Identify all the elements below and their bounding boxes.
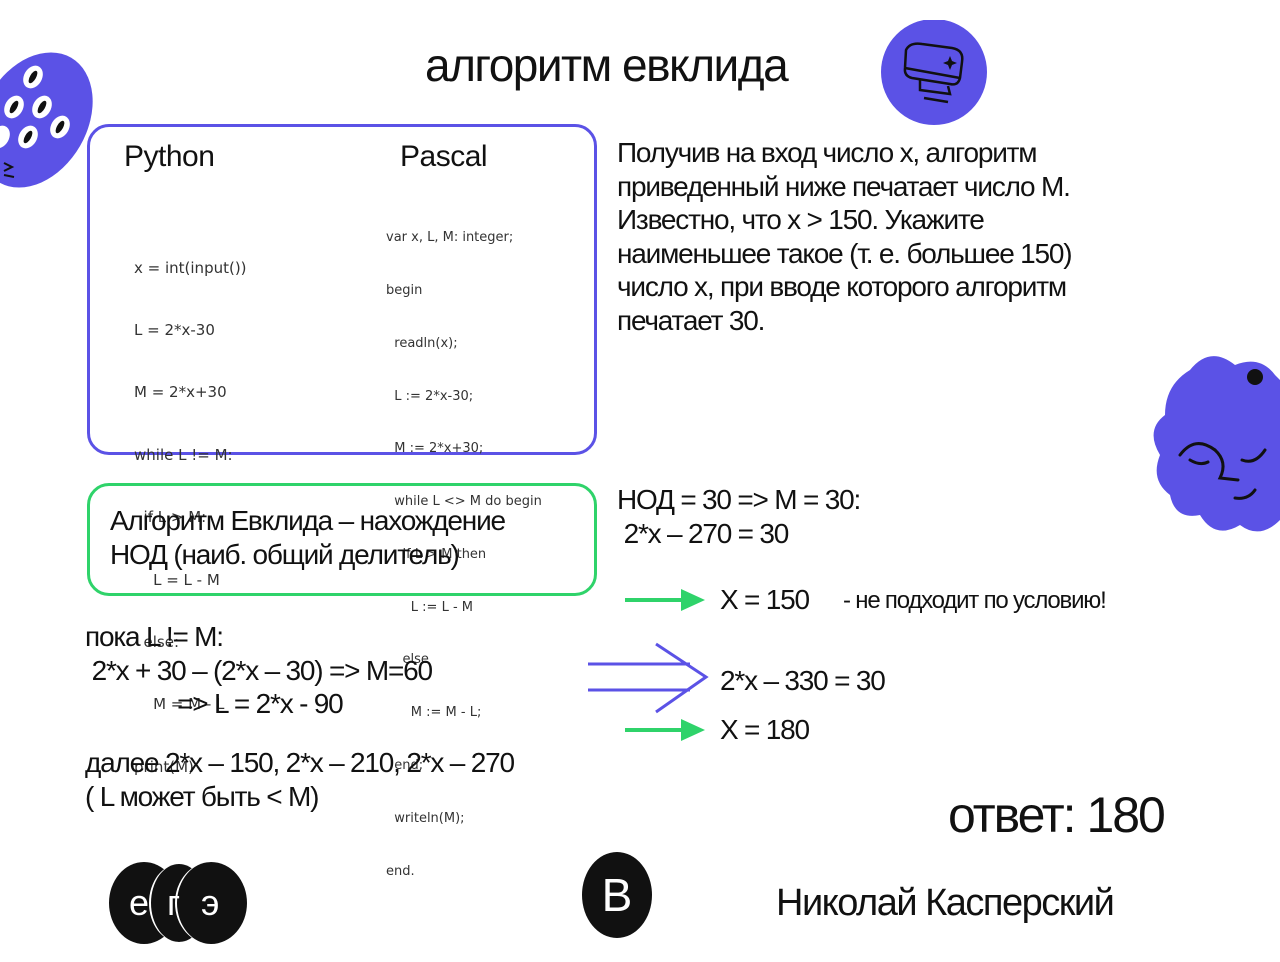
ege-logo: е г э (109, 862, 247, 944)
code-line: print(M) (134, 757, 194, 776)
definition-box (87, 483, 597, 596)
text-line: Получив на вход число x, алгоритм (617, 137, 1038, 168)
green-arrow-icon (625, 589, 705, 611)
pascal-code: var x, L, M: integer; begin readln(x); L… (386, 194, 542, 915)
code-line: x = int(input()) (134, 258, 247, 277)
code-line: if L > M: (134, 508, 207, 527)
ege-logo-letter: э (201, 882, 220, 923)
text-line: ( L может быть < M) (85, 780, 319, 812)
v-logo: В (582, 852, 652, 938)
code-line: L = 2*x-30 (134, 320, 215, 339)
result-180: X = 180 (720, 714, 810, 745)
code-line: writeln(M); (386, 810, 465, 826)
result-150-note: - не подходит по условию! (843, 587, 1107, 614)
blob-eyes-decoration-icon (0, 52, 93, 188)
loop-explanation: пока L != M: 2*x + 30 – (2*x – 30) => M=… (85, 620, 434, 721)
code-line: M = M - L (134, 695, 225, 714)
text-line: далее 2*x – 150, 2*x – 210, 2*x – 270 (85, 747, 515, 778)
code-line: L := 2*x-30; (386, 388, 474, 404)
text-line: Алгоритм Евклида – нахождение (110, 505, 506, 536)
answer: ответ: 180 (948, 787, 1166, 843)
python-code: x = int(input()) L = 2*x-30 M = 2*x+30 w… (134, 216, 247, 819)
text-line: Известно, что x > 150. Укажите (617, 204, 985, 235)
double-arrow-icon (588, 642, 709, 714)
ege-logo-letter: г (167, 882, 181, 923)
equation-2: 2*x – 330 = 30 (720, 665, 886, 696)
result-150: X = 150 (720, 584, 810, 615)
code-line: else (386, 652, 429, 668)
code-line: begin (386, 282, 423, 298)
text-line: 2*x – 270 = 30 (617, 517, 790, 549)
text-line: приведенный ниже печатает число M. (617, 170, 1071, 202)
green-arrow-icon (625, 719, 705, 741)
text-line: число x, при вводе которого алгоритм (617, 271, 1067, 302)
code-line: readln(x); (386, 335, 458, 351)
text-line: НОД = 30 => M = 30: (617, 484, 861, 515)
slide-title: алгоритм евклида (425, 39, 789, 91)
code-line: while L <> M do begin (386, 494, 542, 510)
text-line: наименьшее такое (т. е. большее 150) (617, 237, 1073, 269)
code-line: end. (386, 863, 415, 879)
text-line: НОД (наиб. общий делитель) (110, 538, 460, 570)
code-line: else: (134, 632, 180, 651)
computer-icon (881, 20, 987, 125)
code-line: end; (386, 758, 424, 773)
text-line: пока L != M: (85, 621, 224, 652)
text-line: 2*x + 30 – (2*x – 30) => M=60 (85, 654, 434, 686)
code-line: M := M - L; (386, 705, 482, 721)
pascal-label: Pascal (400, 140, 488, 173)
python-label: Python (124, 140, 215, 173)
text-line: печатает 30. (617, 304, 765, 336)
text-line: => L = 2*x - 90 (85, 688, 344, 719)
code-line: M = 2*x+30 (134, 383, 227, 402)
code-line: while L != M: (134, 445, 233, 464)
code-line: if L > M then (386, 546, 487, 562)
further-explanation: далее 2*x – 150, 2*x – 210, 2*x – 270 ( … (85, 746, 515, 813)
smiling-face-decoration-icon (1153, 356, 1280, 532)
code-line: var x, L, M: integer; (386, 230, 514, 246)
code-comparison-box (87, 124, 597, 455)
problem-statement: Получив на вход число x, алгоритм привед… (617, 136, 1073, 337)
author-name: Николай Касперский (776, 882, 1115, 924)
code-line: L = L - M (134, 570, 220, 589)
ege-logo-letter: е (129, 882, 150, 923)
code-line: M := 2*x+30; (386, 441, 484, 457)
definition-text: Алгоритм Евклида – нахождение НОД (наиб.… (110, 504, 506, 571)
code-line: L := L - M (386, 599, 473, 615)
nod-equation: НОД = 30 => M = 30: 2*x – 270 = 30 (617, 483, 861, 550)
